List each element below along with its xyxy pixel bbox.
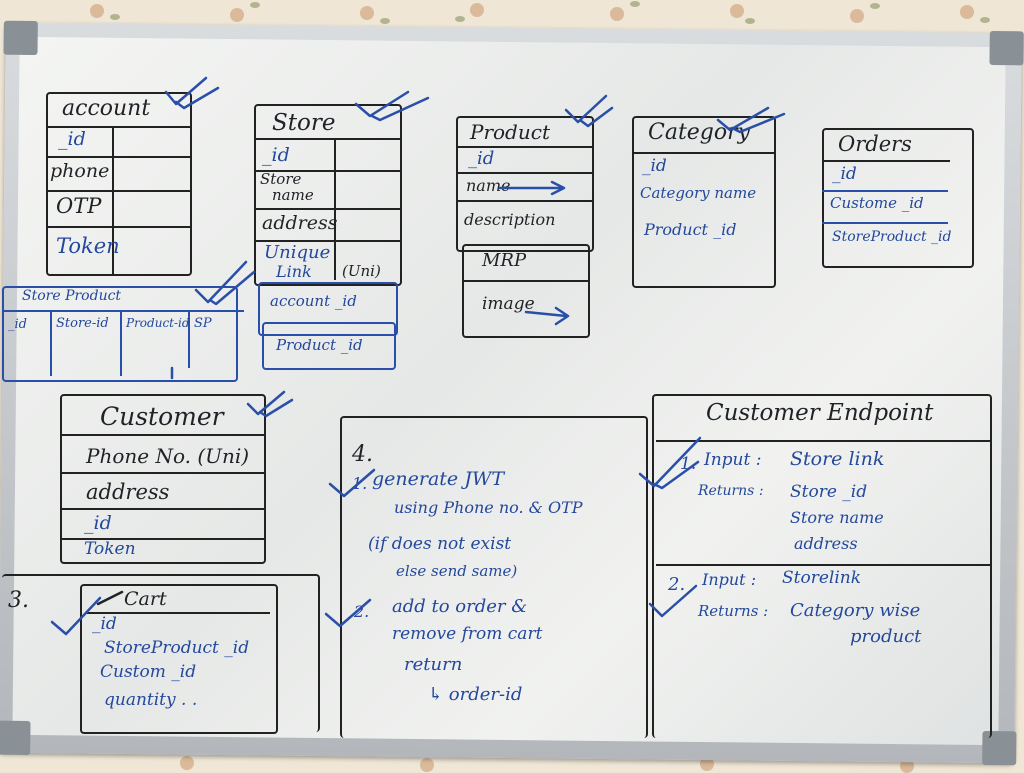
store-product-field: SP xyxy=(194,316,212,331)
step-line: else send same) xyxy=(396,562,518,580)
store-product-title: Store Product xyxy=(22,288,122,304)
endpoint-returns-label: Returns : xyxy=(698,602,769,620)
product-field: name xyxy=(466,176,511,195)
customer-field: Phone No. (Uni) xyxy=(86,444,250,468)
cart-field: StoreProduct _id xyxy=(104,638,250,658)
store-title: Store xyxy=(272,110,336,136)
endpoint-input: Storelink xyxy=(782,568,862,588)
endpoint-return-value: Category wise xyxy=(790,600,921,621)
step-index: 2. xyxy=(354,602,370,621)
customer-field: Token xyxy=(84,539,136,559)
endpoint-index: 1. xyxy=(680,454,697,474)
customer-title: Customer xyxy=(100,402,224,431)
store-field: Product _id xyxy=(276,336,363,354)
store-field: address xyxy=(262,212,338,234)
account-field: Token xyxy=(56,234,120,258)
step-line: (if does not exist xyxy=(368,534,512,554)
product-field: description xyxy=(464,210,556,229)
product-field: _id xyxy=(468,148,495,169)
store-field: name xyxy=(272,186,314,204)
orders-field: StoreProduct _id xyxy=(832,229,952,245)
endpoint-input: Store link xyxy=(790,448,885,470)
section-number: 4. xyxy=(352,442,373,467)
endpoint-index: 2. xyxy=(668,574,686,595)
product-field: image xyxy=(482,294,535,314)
step-line: ↳ order-id xyxy=(428,684,523,705)
endpoint-input-label: Input : xyxy=(702,570,757,589)
frame-corner xyxy=(989,31,1024,66)
endpoint-title: Customer Endpoint xyxy=(706,400,934,426)
store-product-field: Store-id xyxy=(56,316,109,331)
cart-field: quantity . . xyxy=(104,690,198,710)
orders-title: Orders xyxy=(838,132,912,156)
category-field: Category name xyxy=(640,184,757,202)
product-field: MRP xyxy=(482,250,527,271)
account-field: OTP xyxy=(56,194,102,218)
store-product-field: _id xyxy=(8,317,27,332)
store-field: Unique xyxy=(264,242,331,263)
customer-field: _id xyxy=(84,512,112,534)
frame-corner xyxy=(3,20,38,56)
endpoint-return-value: product xyxy=(850,626,922,647)
account-field: phone xyxy=(50,160,110,182)
account-title: account xyxy=(62,96,151,121)
step-line: using Phone no. & OTP xyxy=(394,498,583,517)
endpoint-return-value: Store _id xyxy=(790,482,868,502)
account-field: _id xyxy=(58,128,86,150)
category-title: Category xyxy=(648,120,751,145)
category-field: Product _id xyxy=(644,220,737,239)
cart-field: _id xyxy=(92,614,117,634)
endpoint-return-value: Store name xyxy=(790,508,884,527)
category-field: _id xyxy=(642,156,667,176)
endpoint-input-label: Input : xyxy=(704,450,762,470)
product-title: Product xyxy=(470,120,550,144)
cart-field: Custom _id xyxy=(100,662,197,682)
store-field: Store xyxy=(260,170,302,188)
store-field: account _id xyxy=(270,292,357,310)
step-index: 1. xyxy=(352,474,368,493)
endpoint-returns-label: Returns : xyxy=(698,483,764,499)
step-line: add to order & xyxy=(392,596,528,617)
customer-field: address xyxy=(86,480,170,504)
store-product-field: Product-id xyxy=(126,316,190,330)
store-field: _id xyxy=(262,144,290,166)
orders-field: _id xyxy=(832,164,857,184)
orders-field: Custome _id xyxy=(830,194,924,212)
cart-title: Cart xyxy=(124,588,167,610)
endpoint-return-value: address xyxy=(794,534,858,553)
store-field: (Uni) xyxy=(342,262,381,280)
step-line: remove from cart xyxy=(392,624,543,644)
step-line: generate JWT xyxy=(372,468,505,490)
store-field: Link xyxy=(276,262,312,281)
step-line: return xyxy=(404,654,463,675)
cart-number: 3. xyxy=(8,588,29,613)
